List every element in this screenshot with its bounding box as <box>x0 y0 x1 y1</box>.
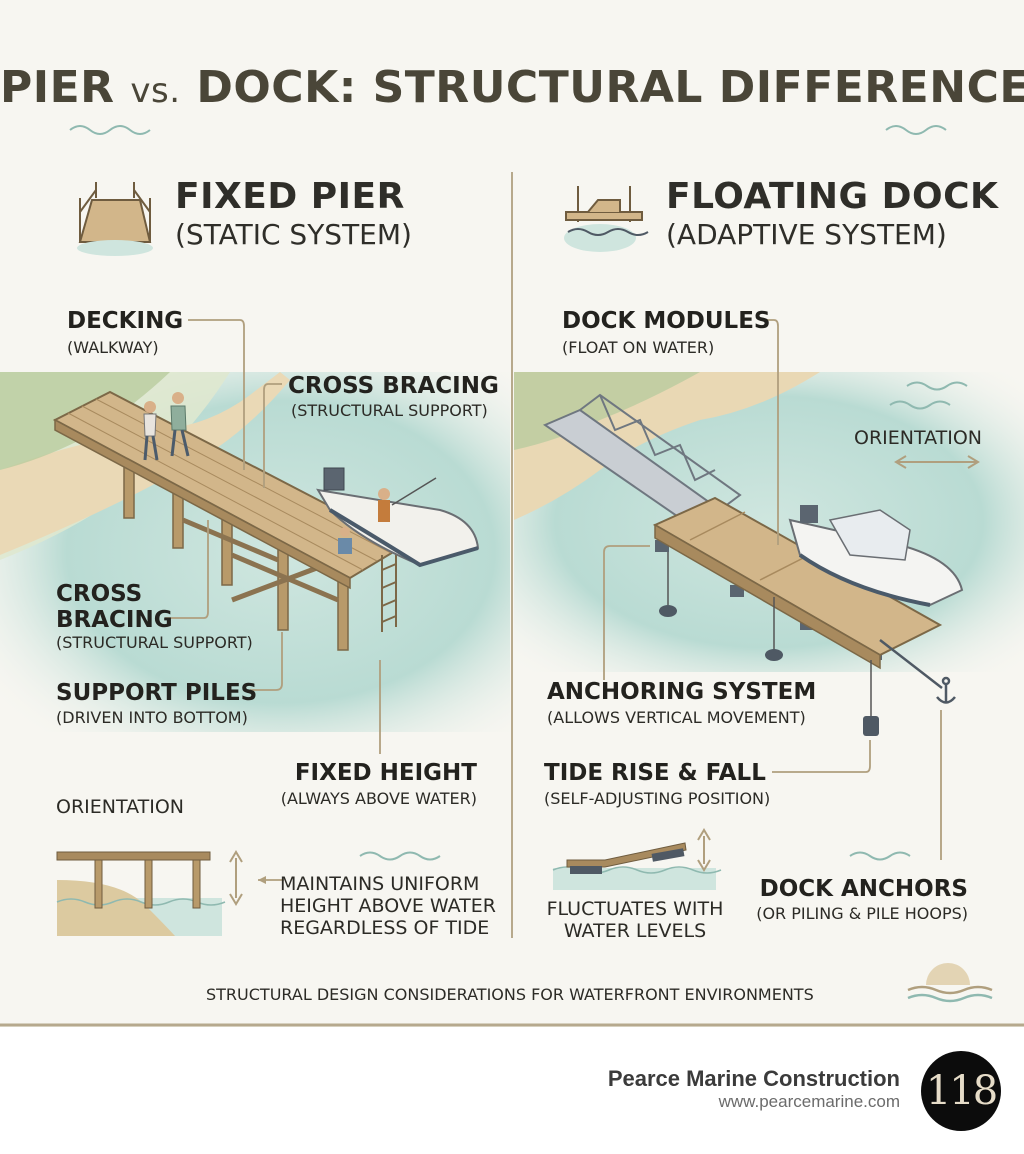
title-wave-right <box>885 125 947 135</box>
anchor-icon <box>879 639 956 704</box>
seated-fisherman <box>338 527 352 554</box>
dock-anchors-label: DOCK ANCHORS <box>759 876 968 902</box>
page-number-badge: 118 <box>921 1051 1001 1131</box>
uniform-line1: MAINTAINS UNIFORM <box>280 873 480 895</box>
title-wave-left <box>69 125 151 135</box>
title-dock: DOCK: STRUCTURAL DIFFERENCES <box>196 62 1024 113</box>
fixed-pier-subheading: (STATIC SYSTEM) <box>175 218 412 251</box>
title-vs: vs. <box>130 71 181 111</box>
decking-label: DECKING <box>67 308 184 334</box>
cross-bracing-left-line2: BRACING <box>56 607 173 633</box>
caption: STRUCTURAL DESIGN CONSIDERATIONS FOR WAT… <box>206 985 814 1004</box>
floating-dock-subheading: (ADAPTIVE SYSTEM) <box>666 218 947 251</box>
cross-bracing-top-label: CROSS BRACING <box>288 373 499 399</box>
dock-modules-sub: (FLOAT ON WATER) <box>562 338 715 357</box>
tide-label: TIDE RISE & FALL <box>544 760 766 786</box>
dock-modules-label: DOCK MODULES <box>562 308 771 334</box>
walking-couple <box>143 392 190 461</box>
right-orientation-label: ORIENTATION <box>854 427 983 449</box>
uniform-line3: REGARDLESS OF TIDE <box>280 917 490 939</box>
dock-anchors-sub: (OR PILING & PILE HOOPS) <box>756 904 968 923</box>
left-orientation-label: ORIENTATION <box>56 796 185 818</box>
cross-bracing-top-sub: (STRUCTURAL SUPPORT) <box>291 401 488 420</box>
title-pier: PIER <box>0 62 115 113</box>
anchoring-sub: (ALLOWS VERTICAL MOVEMENT) <box>547 708 806 727</box>
decking-sub: (WALKWAY) <box>67 338 159 357</box>
orientation-arrow <box>894 455 980 469</box>
fixed-pier-heading: FIXED PIER <box>175 176 405 217</box>
support-piles-label: SUPPORT PILES <box>56 680 258 706</box>
floating-dock-icon <box>564 186 649 252</box>
fixed-pier-mini-diagram <box>56 850 441 936</box>
sunrise-logo-mark <box>907 963 993 1003</box>
cross-bracing-left-sub: (STRUCTURAL SUPPORT) <box>56 633 253 652</box>
right-scene <box>514 372 1024 736</box>
tide-sub: (SELF-ADJUSTING POSITION) <box>544 789 771 808</box>
page-title: PIER vs. DOCK: STRUCTURAL DIFFERENCES <box>0 62 1024 113</box>
pier-icon <box>77 182 153 256</box>
cross-bracing-left-line1: CROSS <box>56 581 143 607</box>
fluctuates-line2: WATER LEVELS <box>563 920 707 942</box>
fixed-height-label: FIXED HEIGHT <box>294 760 477 786</box>
company-name: Pearce Marine Construction <box>607 1066 900 1091</box>
floating-dock-mini-diagram <box>552 828 911 890</box>
floating-dock-heading: FLOATING DOCK <box>666 176 999 217</box>
support-piles-sub: (DRIVEN INTO BOTTOM) <box>56 708 248 727</box>
motor-boat <box>788 505 964 607</box>
fishing-boat <box>316 467 480 568</box>
company-url[interactable]: www.pearcemarine.com <box>718 1092 900 1111</box>
left-scene <box>0 372 510 732</box>
anchoring-label: ANCHORING SYSTEM <box>547 679 817 705</box>
fixed-height-sub: (ALWAYS ABOVE WATER) <box>280 789 477 808</box>
fluctuates-line1: FLUCTUATES WITH <box>546 898 724 920</box>
uniform-line2: HEIGHT ABOVE WATER <box>280 895 496 917</box>
